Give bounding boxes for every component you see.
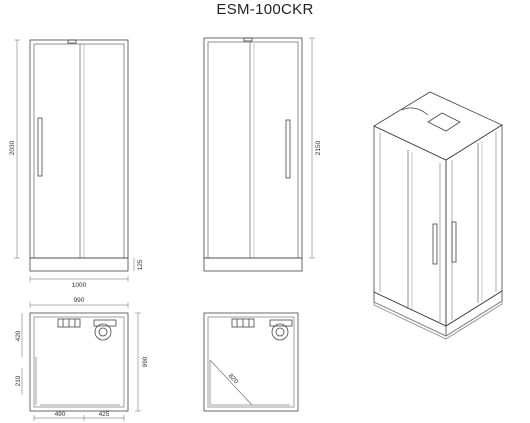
front-width-label: 1000	[72, 282, 87, 289]
front-base-label: 125	[137, 259, 144, 270]
top-depth-label: 990	[142, 356, 149, 367]
top-view-right	[203, 312, 299, 412]
top-diag-label: 820	[227, 373, 240, 386]
drawing-title: ESM-100CKR	[216, 1, 314, 18]
front-view	[14, 39, 135, 282]
top-dim-c-label: 490	[55, 411, 66, 418]
top-dim-a-label: 420	[15, 330, 22, 341]
isometric-view	[373, 91, 503, 340]
top-view-left	[21, 302, 141, 421]
top-width-label: 990	[74, 297, 85, 304]
front-height-label: 2030	[9, 140, 16, 155]
top-dim-d-label: 425	[99, 411, 110, 418]
side-height-label: 2150	[315, 140, 322, 155]
top-dim-b-label: 210	[15, 375, 22, 386]
side-view	[203, 37, 315, 272]
